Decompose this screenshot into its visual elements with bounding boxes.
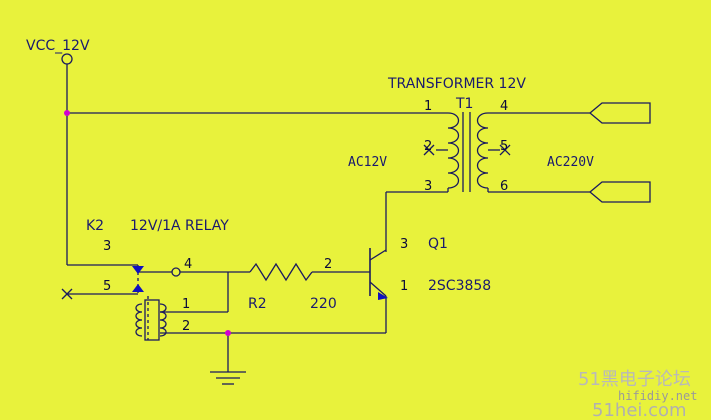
t1-pin5-nc-mark-b [499, 144, 511, 156]
t1-pin2-nc-mark-b [423, 144, 435, 156]
k2-coil-left [135, 303, 143, 337]
transformer-label: TRANSFORMER 12V [387, 76, 526, 92]
k2-pin4: 4 [184, 257, 192, 272]
watermark-cn: 51黑电子论坛 [578, 369, 691, 390]
k2-pin2: 2 [182, 319, 190, 334]
t1-primary-coil [447, 112, 460, 189]
k2-label: K2 [86, 218, 104, 234]
k2-pin4-terminal [171, 267, 181, 277]
ac12v-label: AC12V [348, 155, 387, 170]
k2-arrow-lower [132, 284, 144, 292]
r2-pin2: 2 [324, 257, 332, 272]
vcc-label: VCC_12V [26, 38, 90, 54]
watermark-brand: 51hei.com [592, 400, 687, 420]
q1-part-label: 2SC3858 [428, 278, 491, 294]
ac220v-label: AC220V [547, 155, 594, 170]
k2-coil-body [144, 299, 160, 341]
k2-pin1: 1 [182, 297, 190, 312]
ac220-connector-bottom [588, 181, 651, 203]
t1-pin1: 1 [424, 99, 432, 114]
r2-value-label: 220 [310, 296, 337, 312]
relay-label: 12V/1A RELAY [130, 218, 229, 234]
q1-collector-lead [369, 249, 387, 261]
junction-vcc [64, 110, 70, 116]
r2-resistor [249, 262, 313, 282]
t1-pin4: 4 [500, 99, 508, 114]
q1-pin3: 3 [400, 237, 408, 252]
k2-arrow-upper [132, 266, 144, 274]
junction-ground [225, 330, 231, 336]
ac220-connector-top [588, 102, 651, 124]
t1-secondary-coil [476, 112, 489, 189]
r2-label: R2 [248, 296, 267, 312]
t1-pin2: 2 [424, 139, 432, 154]
q1-emitter-lead [369, 281, 387, 297]
t1-pin6: 6 [500, 179, 508, 194]
k2-pin3: 3 [103, 239, 111, 254]
q1-pin1: 1 [400, 279, 408, 294]
k2-pin5: 5 [103, 279, 111, 294]
vcc-terminal [61, 53, 73, 65]
q1-emitter-arrow [378, 292, 388, 300]
t1-pin5: 5 [500, 139, 508, 154]
k2-pin5-nc-mark-b [61, 288, 73, 300]
t1-pin3: 3 [424, 179, 432, 194]
q1-label: Q1 [428, 236, 448, 252]
t1-label: T1 [455, 96, 473, 112]
k2-coil-right [159, 303, 167, 337]
watermark-url: hifidiy.net [618, 389, 697, 403]
